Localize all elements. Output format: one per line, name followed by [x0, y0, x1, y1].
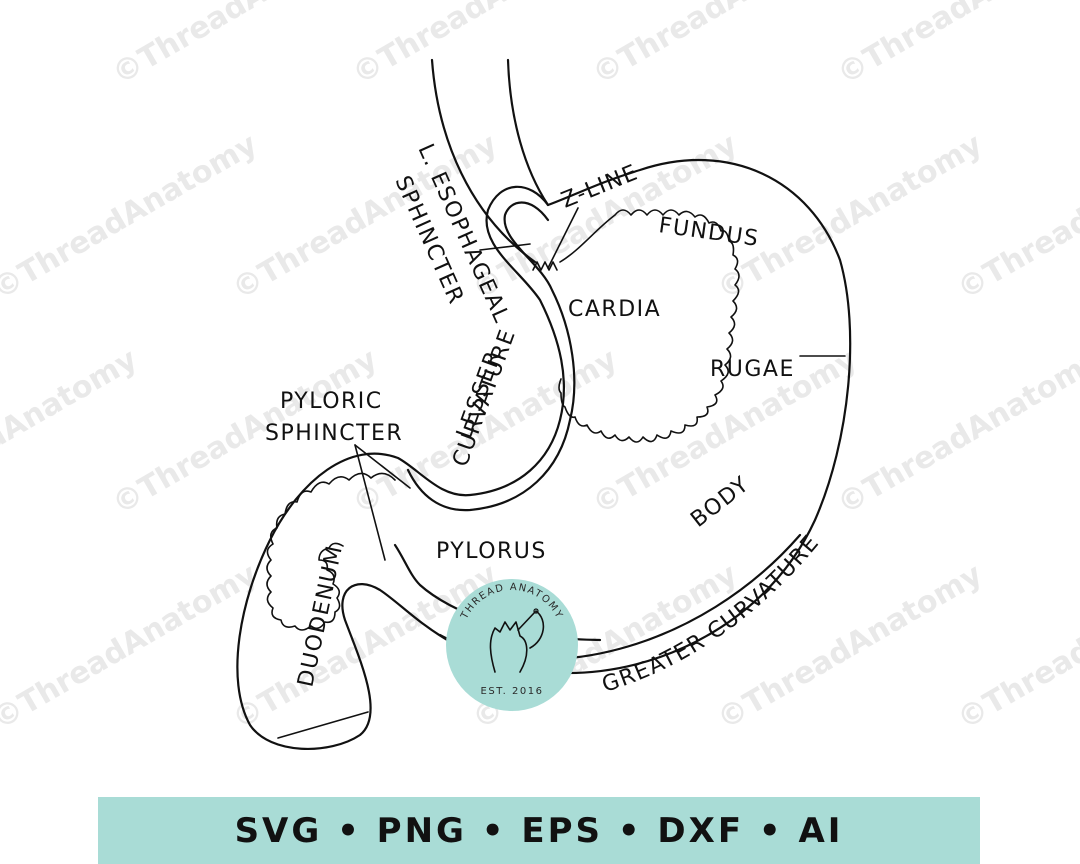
watermark-text: ©ThreadAnatomy	[107, 0, 384, 92]
hand-with-needle-icon	[489, 608, 545, 673]
esophagus-outer-right	[506, 58, 550, 207]
file-format-text: SVG • PNG • EPS • DXF • AI	[234, 810, 844, 851]
watermark-text: ©ThreadAnatomy	[467, 127, 744, 307]
watermark-text: ©ThreadAnatomy	[347, 0, 624, 92]
watermark-text: ©ThreadAnatomy	[832, 0, 1080, 92]
label-fundus: FUNDUS	[657, 213, 761, 252]
watermark-text: ©ThreadAnatomy	[0, 127, 264, 307]
pyloric-sphincter-leader-2	[354, 444, 386, 561]
z-line-zigzag	[532, 261, 558, 271]
watermark-text: ©ThreadAnatomy	[832, 342, 1080, 522]
watermark-text: ©ThreadAnatomy	[712, 557, 989, 737]
label-cardia: CARDIA	[568, 297, 661, 322]
file-format-banner: SVG • PNG • EPS • DXF • AI	[98, 797, 980, 864]
duodenum-inner-wall	[266, 472, 396, 631]
label-pyloric-1: PYLORIC	[280, 389, 383, 414]
label-pyloric-2: SPHINCTER	[265, 421, 403, 446]
stomach-inner-wall	[406, 201, 576, 512]
z-line-leader	[547, 207, 579, 269]
label-pylorus: PYLORUS	[436, 539, 547, 564]
stomach-outer-wall	[236, 158, 852, 750]
thread-anatomy-badge: THREAD ANATOMY EST. 2016	[446, 579, 578, 711]
duodenum-end-cap	[277, 711, 369, 739]
label-body: BODY	[686, 472, 754, 533]
badge-circle	[446, 579, 578, 711]
esophagus-outer-left	[430, 58, 537, 264]
watermark-text: ©ThreadAnatomy	[0, 557, 264, 737]
label-rugae: RUGAE	[710, 357, 795, 382]
watermark-text: ©ThreadAnatomy	[587, 0, 864, 92]
rugae-wavy-line	[558, 209, 740, 443]
pyloric-sphincter-leader-1	[354, 444, 411, 489]
les-leader	[479, 243, 531, 251]
badge-bottom-text: EST. 2016	[481, 686, 544, 697]
watermark-text: ©ThreadAnatomy	[712, 127, 989, 307]
